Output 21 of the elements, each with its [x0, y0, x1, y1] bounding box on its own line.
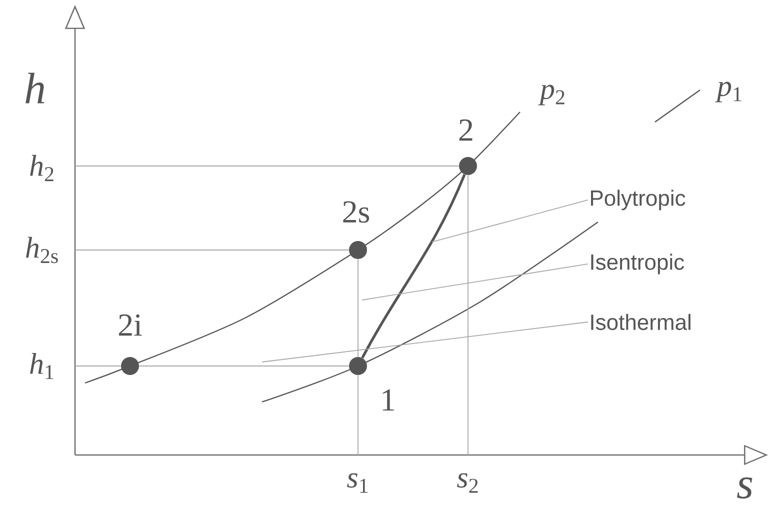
- state-point: [459, 157, 477, 175]
- tick-label: h$_{1}$: [30, 352, 54, 380]
- curve-label: p$_{1}$: [715, 82, 742, 102]
- point-label: 1: [382, 389, 394, 411]
- point-label: 2i: [118, 314, 142, 336]
- axis-label: s: [736, 477, 752, 499]
- process-label: Isentropic: [591, 254, 684, 274]
- leader-line: [262, 322, 588, 362]
- state-point: [349, 241, 367, 259]
- tick-label: s$_{2}$: [457, 473, 478, 493]
- state-point: [349, 357, 367, 375]
- process-label: Polytropic: [591, 190, 686, 210]
- state-point: [121, 357, 139, 375]
- process-label: Isothermal: [591, 314, 690, 330]
- axis-label: h: [26, 72, 44, 104]
- leader-line: [432, 200, 588, 242]
- tick-label: h$_{2}$: [30, 154, 54, 182]
- process-line: [361, 174, 466, 358]
- leader-line: [362, 264, 588, 300]
- point-label: 2s: [343, 201, 370, 223]
- point-label: 2: [459, 119, 472, 141]
